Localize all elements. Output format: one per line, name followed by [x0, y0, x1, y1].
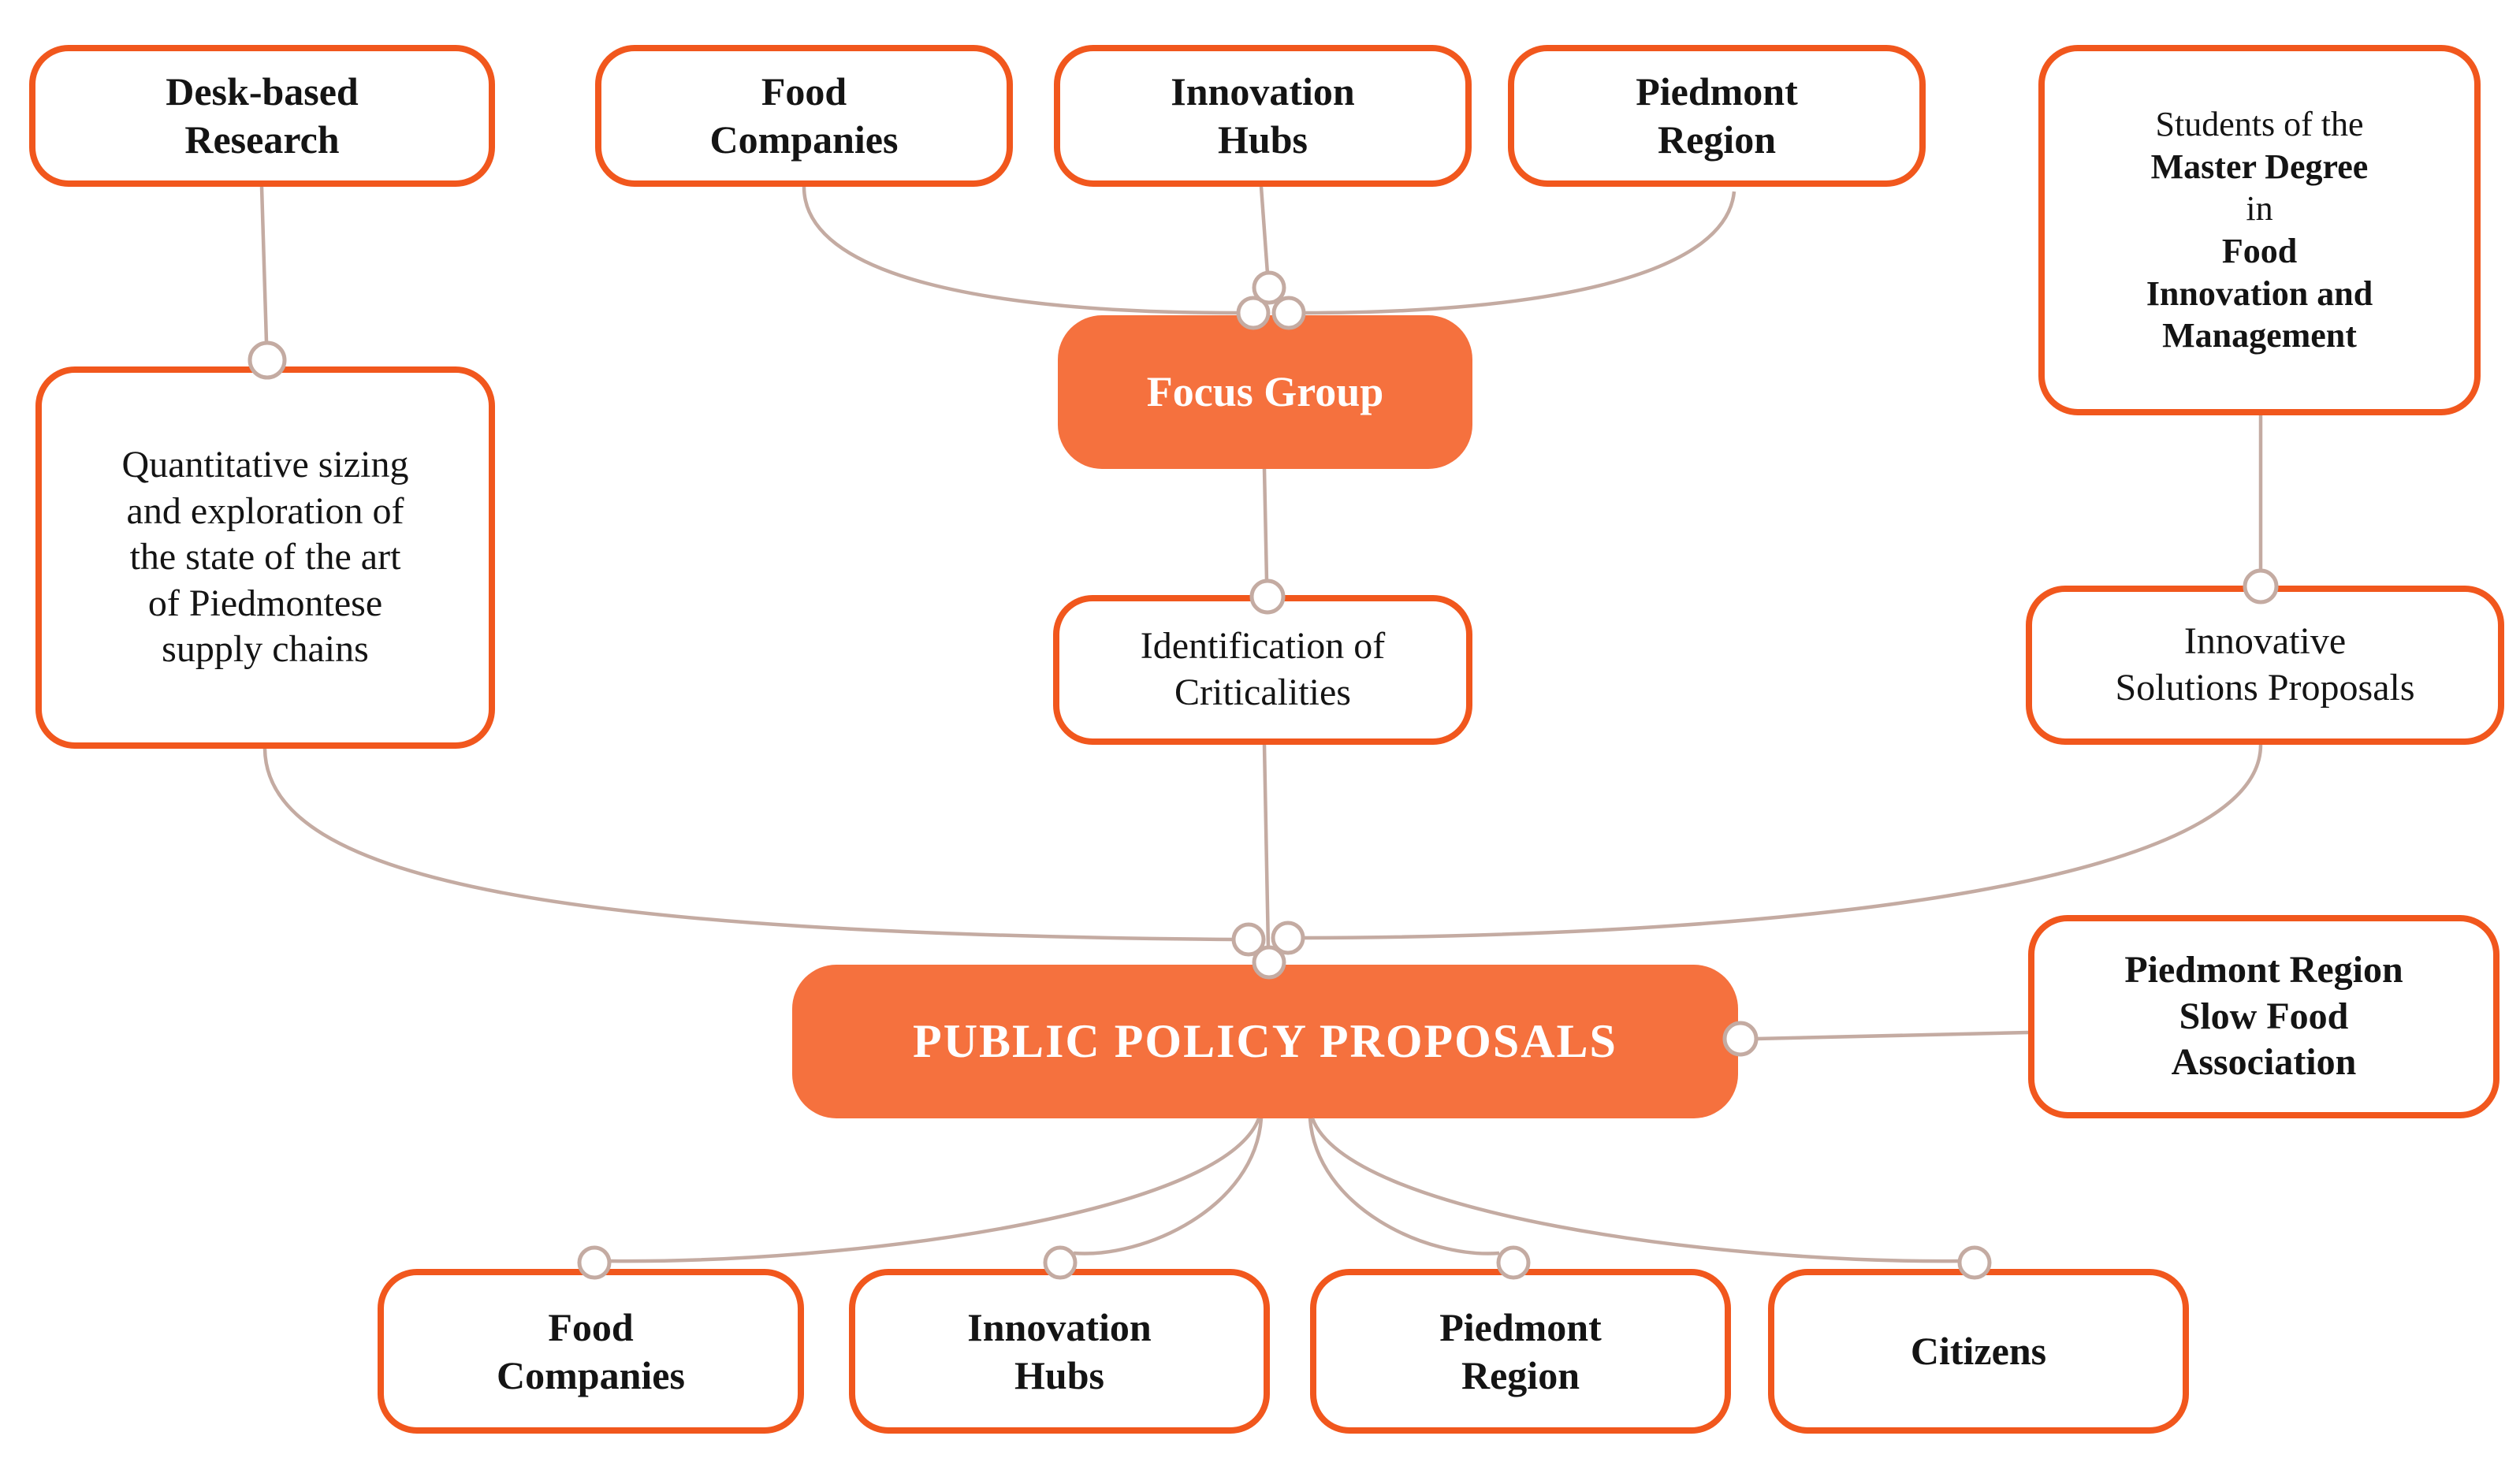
node-innovation-hubs-top: Innovation Hubs [1054, 45, 1472, 187]
node-label-line: Association [2171, 1041, 2357, 1084]
node-label-line: the state of the art [129, 536, 401, 578]
node-label-line: Region [1461, 1352, 1580, 1397]
junction-dot [1231, 922, 1266, 957]
edge-innovation-hubs-top-to-focus-group [1259, 186, 1270, 274]
node-label-line: Hubs [1014, 1352, 1104, 1397]
junction-dot [1271, 921, 1305, 955]
node-label-line: Companies [709, 117, 899, 162]
edge-public-policy-to-innovation-hubs-bottom [1073, 1118, 1264, 1256]
edge-public-policy-to-food-companies-bottom [609, 1118, 1261, 1263]
node-label-line: Innovation and [2146, 273, 2373, 313]
node-piedmont-region-slow-food-association: Piedmont Region Slow Food Association [2028, 915, 2500, 1118]
edge-public-policy-to-piedmont-region-bottom [1308, 1118, 1500, 1256]
node-food-companies-bottom: Food Companies [378, 1269, 804, 1434]
node-label-line: Food [2221, 232, 2298, 270]
node-label-line: Hubs [1218, 117, 1308, 162]
node-label-line: Innovation [967, 1304, 1152, 1349]
node-label: Citizens [1910, 1329, 2047, 1373]
node-label-line: Quantitative sizing [121, 444, 409, 486]
node-label-line: Piedmont [1439, 1304, 1602, 1349]
node-label-line: Innovation [1171, 69, 1355, 113]
node-public-policy-proposals: PUBLIC POLICY PROPOSALS [792, 965, 1738, 1118]
node-label-line: supply chains [162, 628, 369, 671]
node-food-companies-top: Food Companies [595, 45, 1013, 187]
node-label-line: in [2246, 189, 2273, 229]
node-piedmont-region-top: Piedmont Region [1508, 45, 1926, 187]
node-students-master-degree: Students of the Master Degree in Food In… [2038, 45, 2481, 415]
node-label-line: Food [548, 1304, 634, 1349]
node-label-line: Criticalities [1174, 671, 1351, 713]
node-label-line: Innovative [2183, 620, 2347, 663]
node-label: PUBLIC POLICY PROPOSALS [913, 1014, 1617, 1067]
node-label-line: Solutions Proposals [2115, 667, 2415, 709]
edge-piedmont-region-top-to-focus-group [1303, 191, 1736, 315]
node-focus-group: Focus Group [1058, 315, 1472, 469]
node-label-line: of Piedmontese [147, 582, 383, 624]
node-label-line: Desk-based [166, 69, 359, 113]
node-label: Focus Group [1146, 367, 1384, 415]
node-citizens: Citizens [1768, 1269, 2189, 1434]
node-label-line: Management [2162, 316, 2357, 355]
edge-identification-to-public-policy [1262, 744, 1271, 949]
node-innovative-solutions-proposals: Innovative Solutions Proposals [2026, 586, 2504, 745]
node-identification-of-criticalities: Identification of Criticalities [1053, 595, 1472, 745]
node-label-line: Slow Food [2179, 995, 2349, 1037]
edge-focus-group-to-identification [1262, 468, 1269, 582]
node-label-line: Companies [497, 1352, 685, 1397]
junction-dot [1252, 270, 1286, 305]
node-label-line: Food [761, 69, 847, 113]
node-label-line: Piedmont Region [2124, 949, 2403, 991]
edge-food-companies-top-to-focus-group [802, 186, 1239, 315]
edge-public-policy-to-citizens [1310, 1118, 1960, 1263]
edge-innovative-solutions-to-public-policy [1302, 744, 2263, 940]
node-innovation-hubs-bottom: Innovation Hubs [849, 1269, 1270, 1434]
node-label-line: Piedmont [1636, 69, 1798, 113]
node-label-line: Region [1658, 117, 1776, 162]
node-label-line: Research [184, 117, 340, 162]
node-piedmont-region-bottom: Piedmont Region [1310, 1269, 1731, 1434]
edge-desk-research-to-quantitative [259, 186, 269, 343]
edge-quantitative-to-public-policy [262, 748, 1234, 942]
node-label-line: and exploration of [126, 489, 404, 532]
node-label-line: Master Degree [2150, 147, 2369, 186]
edge-public-policy-to-slow-food [1755, 1030, 2029, 1041]
node-label-line: Identification of [1140, 625, 1386, 668]
node-desk-based-research: Desk-based Research [29, 45, 495, 187]
node-label-line: Students of the [2155, 104, 2364, 143]
node-quantitative-sizing: Quantitative sizing and exploration of t… [35, 366, 495, 749]
